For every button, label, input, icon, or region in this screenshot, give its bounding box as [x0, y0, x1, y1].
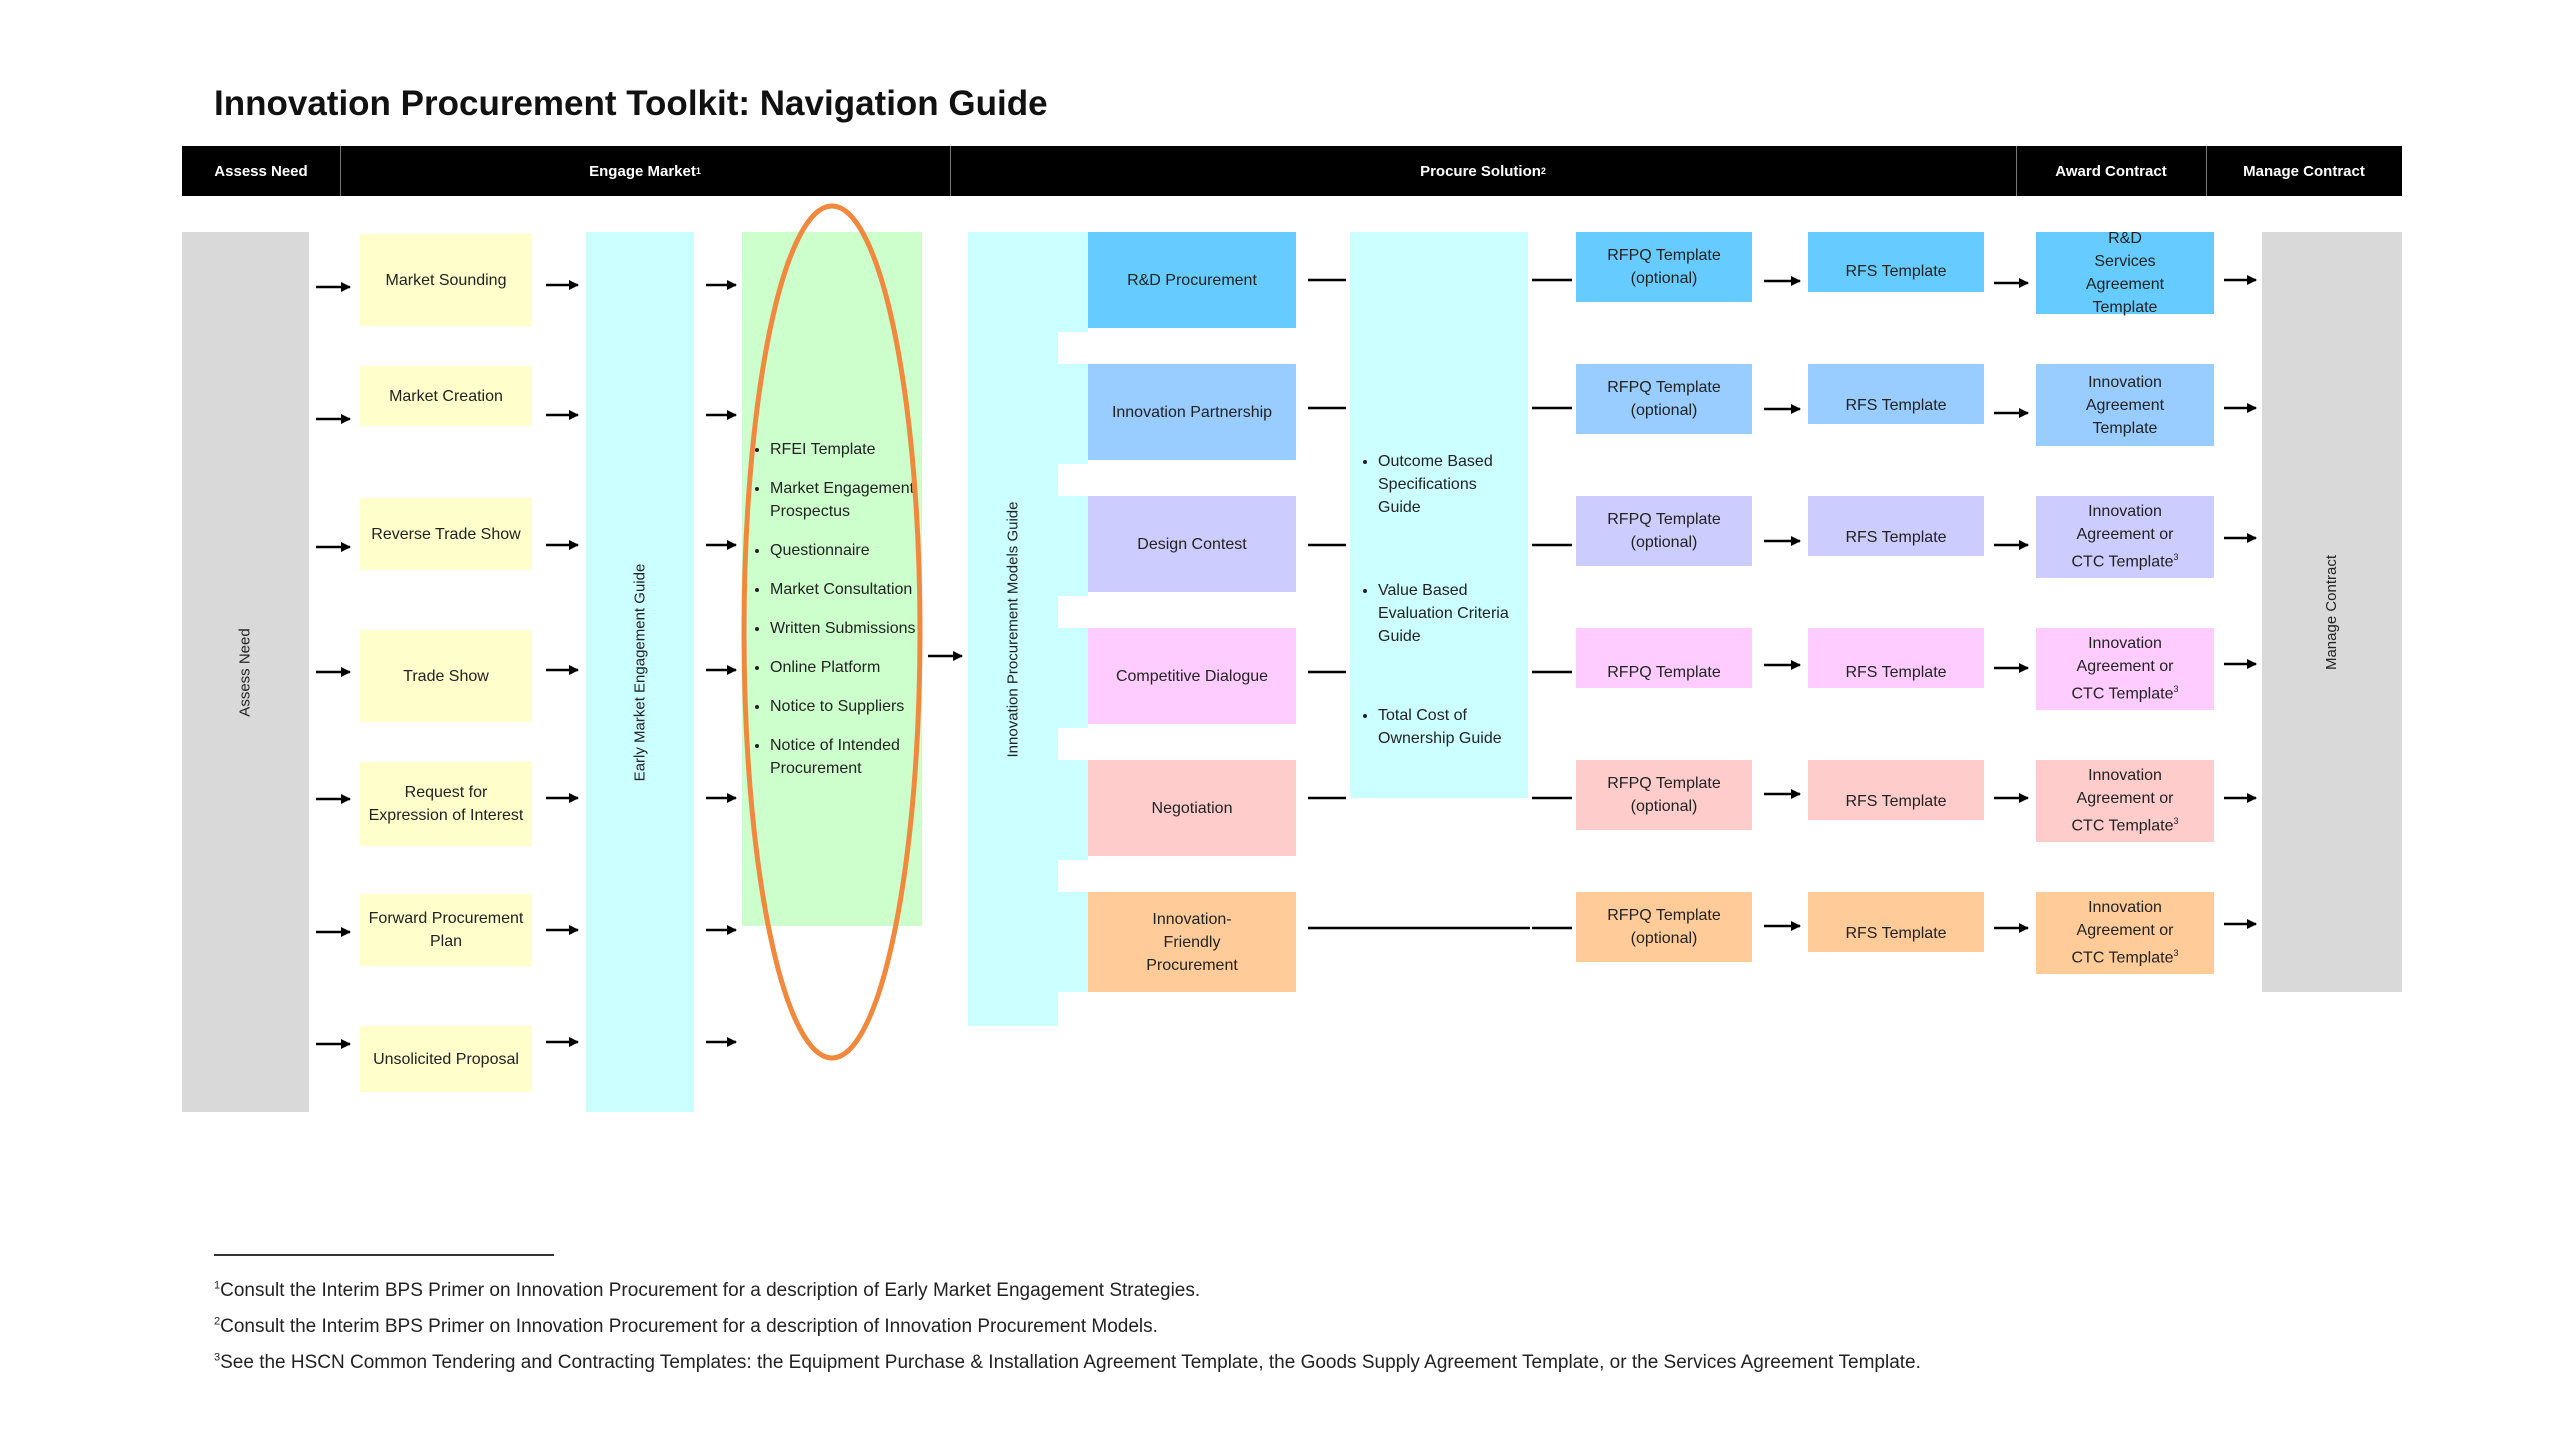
model-negotiation: Negotiation [1088, 760, 1296, 856]
tool-online-platform: Online Platform [770, 656, 916, 679]
guide-outcome-based-specifications: Outcome Based Specifications Guide [1378, 450, 1522, 519]
model-rd-procurement: R&D Procurement [1088, 232, 1296, 328]
agreement-row-1: R&D Services Agreement Template [2036, 230, 2214, 316]
rfpq-template-row-6: RFPQ Template (optional) [1576, 892, 1752, 962]
agreement-row-5: Innovation Agreement or CTC Template3 [2036, 760, 2214, 842]
rfs-template-row-1: RFS Template [1808, 232, 1984, 292]
footnote-divider [214, 1254, 554, 1256]
innovation-procurement-models-guide: Innovation Procurement Models Guide [968, 232, 1058, 1026]
solution-guides-list: Outcome Based Specifications Guide Value… [1350, 232, 1528, 798]
phase-award-contract: Award Contract [2055, 162, 2167, 180]
tool-market-consultation: Market Consultation [770, 578, 916, 601]
tool-notice-to-suppliers: Notice to Suppliers [770, 695, 916, 718]
rfs-template-row-6: RFS Template [1808, 892, 1984, 952]
model-competitive-dialogue: Competitive Dialogue [1088, 628, 1296, 724]
rfpq-template-row-1: RFPQ Template (optional) [1576, 232, 1752, 302]
activity-reverse-trade-show: Reverse Trade Show [360, 498, 532, 570]
phase-manage-contract: Manage Contract [2243, 162, 2365, 180]
activity-request-for-expression-of-interest: Request for Expression of Interest [360, 762, 532, 846]
page-title: Innovation Procurement Toolkit: Navigati… [214, 84, 1048, 123]
rfpq-template-row-5: RFPQ Template (optional) [1576, 760, 1752, 830]
model-design-contest: Design Contest [1088, 496, 1296, 592]
footnote-2: 2Consult the Interim BPS Primer on Innov… [214, 1315, 1158, 1337]
tool-questionnaire: Questionnaire [770, 539, 916, 562]
activity-market-creation: Market Creation [360, 366, 532, 426]
model-innovation-partnership: Innovation Partnership [1088, 364, 1296, 460]
agreement-row-3: Innovation Agreement or CTC Template3 [2036, 496, 2214, 578]
tool-market-engagement-prospectus: Market Engagement Prospectus [770, 477, 916, 523]
guide-total-cost-of-ownership: Total Cost of Ownership Guide [1378, 704, 1522, 750]
rfpq-template-row-2: RFPQ Template (optional) [1576, 364, 1752, 434]
tool-notice-of-intended-procurement: Notice of Intended Procurement [770, 734, 916, 780]
activity-trade-show: Trade Show [360, 630, 532, 722]
assess-need-bar: Assess Need [182, 232, 309, 1112]
footnote-3: 3See the HSCN Common Tendering and Contr… [214, 1351, 1921, 1373]
phase-assess-need: Assess Need [214, 162, 308, 180]
model-innovation-friendly-procurement: Innovation-Friendly Procurement [1088, 892, 1296, 992]
footnote-1: 1Consult the Interim BPS Primer on Innov… [214, 1279, 1201, 1301]
rfs-template-row-3: RFS Template [1808, 496, 1984, 556]
agreement-row-6: Innovation Agreement or CTC Template3 [2036, 892, 2214, 974]
activity-market-sounding: Market Sounding [360, 234, 532, 326]
manage-contract-bar: Manage Contract [2262, 232, 2402, 992]
tool-written-submissions: Written Submissions [770, 617, 916, 640]
activity-unsolicited-proposal: Unsolicited Proposal [360, 1026, 532, 1092]
agreement-row-4: Innovation Agreement or CTC Template3 [2036, 628, 2214, 710]
early-market-engagement-guide: Early Market Engagement Guide [586, 232, 694, 1112]
rfs-template-row-2: RFS Template [1808, 364, 1984, 424]
rfs-template-row-5: RFS Template [1808, 760, 1984, 820]
rfpq-template-row-4: RFPQ Template [1576, 628, 1752, 688]
guide-value-based-evaluation-criteria: Value Based Evaluation Criteria Guide [1378, 579, 1522, 648]
tool-rfei-template: RFEI Template [770, 438, 916, 461]
rfpq-template-row-3: RFPQ Template (optional) [1576, 496, 1752, 566]
rfs-template-row-4: RFS Template [1808, 628, 1984, 688]
agreement-row-2: Innovation Agreement Template [2036, 364, 2214, 446]
activity-forward-procurement-plan: Forward Procurement Plan [360, 894, 532, 966]
highlight-ellipse [741, 203, 923, 1061]
emg-tools-list: RFEI Template Market Engagement Prospect… [742, 232, 922, 926]
